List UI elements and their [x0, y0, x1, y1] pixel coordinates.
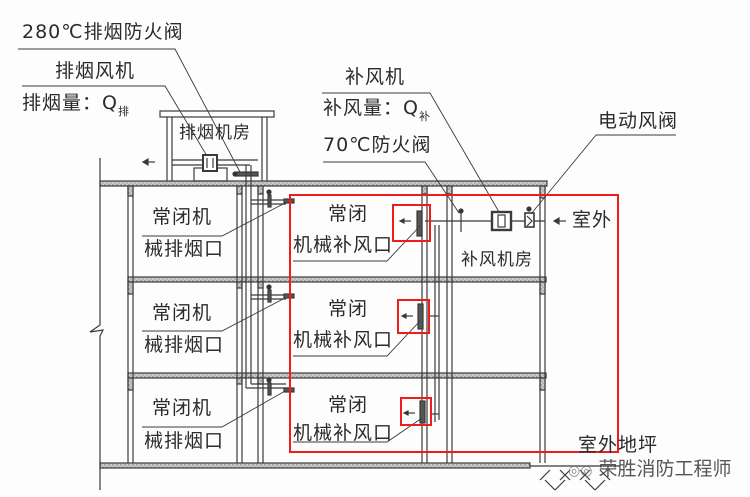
- label-makeup-fan: 补风机: [345, 66, 406, 88]
- highlight-makeup-zone: [289, 194, 619, 453]
- smoke-fan-room: [141, 110, 275, 182]
- highlight-outlet-1: [392, 204, 431, 242]
- smoke-volume-subscript: 排: [117, 105, 129, 118]
- floor2-makeup-label-line2: 机械补风口: [293, 329, 394, 351]
- watermark: ◎◎ 荣胜消防工程师: [568, 454, 732, 481]
- floor2-makeup-label-line1: 常闭: [328, 298, 369, 320]
- label-70-fire-damper: 70℃防火阀: [323, 134, 432, 156]
- highlight-outlet-2: [397, 299, 430, 334]
- makeup-air-system: [398, 206, 566, 424]
- label-280-smoke-fire-damper: 280℃排烟防火阀: [22, 21, 184, 43]
- makeup-volume-subscript: 补: [418, 110, 430, 123]
- floor3-exhaust-label-line2: 械排烟口: [144, 430, 225, 452]
- highlight-boxes: [289, 194, 619, 453]
- label-smoke-fan: 排烟风机: [55, 60, 136, 82]
- label-makeup-volume: 补风量：Q补: [323, 97, 430, 123]
- highlight-outlet-3: [400, 397, 432, 426]
- label-smoke-volume: 排烟量：Q排: [22, 92, 129, 118]
- floor1-makeup-label-line2: 机械补风口: [293, 234, 394, 256]
- smoke-volume-text: 排烟量：Q: [22, 92, 118, 114]
- floor3-makeup-label-line1: 常闭: [328, 394, 369, 416]
- floor1-exhaust-label-line1: 常闭机: [152, 206, 213, 228]
- floor2-exhaust-label-line1: 常闭机: [152, 302, 213, 324]
- smoke-exhaust-riser: [245, 165, 295, 396]
- label-outdoor-ground: 室外地坪: [578, 434, 659, 456]
- floor2-exhaust-label-line2: 械排烟口: [144, 334, 225, 356]
- label-smoke-fan-room: 排烟机房: [179, 123, 251, 143]
- floor1-exhaust-label-line2: 械排烟口: [144, 238, 225, 260]
- floor1-makeup-label-line1: 常闭: [328, 203, 369, 225]
- label-makeup-fan-room: 补风机房: [461, 250, 533, 270]
- watermark-text: 荣胜消防工程师: [598, 458, 732, 480]
- floor3-makeup-label-line2: 机械补风口: [293, 422, 394, 444]
- wechat-icon: ◎◎: [568, 463, 593, 479]
- label-motorized-damper: 电动风阀: [598, 110, 679, 132]
- makeup-volume-text: 补风量：Q: [323, 97, 419, 119]
- floor3-exhaust-label-line1: 常闭机: [152, 397, 213, 419]
- label-outdoor: 室外: [572, 209, 613, 231]
